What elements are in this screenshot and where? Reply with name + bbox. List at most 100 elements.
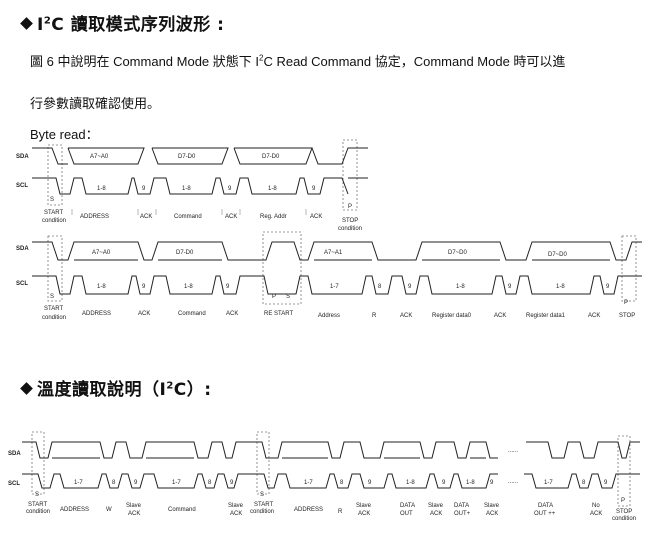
restart-box (262, 231, 302, 305)
bit: 9 (508, 284, 512, 290)
sda-field-addr2: A7~A1 (324, 250, 343, 256)
label: Slave (228, 503, 244, 509)
label-condition: condition (42, 315, 66, 321)
dots-sda: ...... (508, 448, 518, 454)
restart-s: S (286, 294, 290, 300)
bit-6: 9 (312, 186, 316, 192)
paragraph-line2: 行參數讀取確認使用。 (30, 96, 161, 111)
scl-label: SCL (16, 183, 28, 189)
title-sup: 2 (43, 15, 52, 27)
bit: 1-8 (184, 284, 193, 290)
bit-1: 1-8 (97, 186, 106, 192)
label: DATA (454, 503, 469, 509)
bit: 9 (408, 284, 412, 290)
label: condition (26, 509, 50, 515)
label-ack: ACK (400, 313, 412, 319)
label-restart: RE START (264, 311, 293, 317)
label-ack: ACK (225, 214, 237, 220)
start-box (47, 144, 63, 206)
sda-label: SDA (16, 154, 29, 160)
stop-box (617, 435, 631, 507)
stop-box (621, 235, 637, 302)
sda-label: SDA (16, 246, 29, 252)
bit: 8 (582, 480, 586, 486)
para-part-a: 圖 6 中說明在 Command Mode 狀態下 I (30, 54, 259, 69)
timing-diagram-3: SDA SCL ...... ...... 1-7 8 9 1-7 8 9 1-… (8, 431, 640, 522)
label-condition: condition (42, 218, 66, 224)
title2-suffix: C）: (173, 380, 212, 400)
bit: 1-8 (456, 284, 465, 290)
label: Command (168, 507, 196, 513)
title2-prefix: 溫度讀取說明（I (37, 380, 167, 400)
bit: 9 (490, 480, 494, 486)
label-r: R (372, 313, 377, 319)
bit: 9 (226, 284, 230, 290)
label: ADDRESS (294, 507, 323, 513)
label-command: Command (178, 311, 206, 317)
start-box-1 (31, 431, 45, 495)
sda-field-reg1: D7~D0 (548, 252, 568, 258)
label-address2: Address (318, 313, 340, 319)
para-sup: 2 (259, 53, 264, 63)
para-part-b: C Read Command 協定，Command Mode 時可以進 (263, 54, 566, 69)
bit: 9 (134, 480, 138, 486)
dots-scl: ...... (508, 479, 518, 485)
bit: 8 (208, 480, 212, 486)
bit: 1-8 (97, 284, 106, 290)
section1-title: I2C 讀取模式序列波形 : (20, 10, 225, 35)
scl-waveform (32, 177, 368, 195)
label: ACK (486, 511, 498, 517)
bit: 1-7 (330, 284, 339, 290)
label: No (592, 503, 600, 509)
label: START (28, 502, 47, 508)
scl-waveform (32, 275, 642, 295)
bit: 9 (368, 480, 372, 486)
restart-p: P (272, 294, 276, 300)
label-stop: STOP (619, 313, 635, 319)
label: Slave (428, 503, 444, 509)
start-box-2 (256, 431, 270, 495)
label-ack: ACK (310, 214, 322, 220)
bit: 1-7 (304, 480, 313, 486)
label: condition (250, 509, 274, 515)
label-ack: ACK (138, 311, 150, 317)
sda-waveform (32, 147, 368, 165)
stop-p: P (621, 498, 625, 504)
section2-title: 溫度讀取說明（I2C）: (20, 375, 212, 400)
label: STOP (616, 509, 632, 515)
label-register-data1: Register data1 (526, 313, 566, 319)
label-register-data0: Register data0 (432, 313, 472, 319)
start-s-1: S (35, 492, 39, 498)
label: condition (612, 516, 636, 522)
bit: 1-8 (556, 284, 565, 290)
label: ACK (430, 511, 442, 517)
sda-field-data: D7-D0 (176, 250, 194, 256)
bit: 9 (442, 480, 446, 486)
label: Slave (126, 503, 142, 509)
bit: 1-8 (406, 480, 415, 486)
bit: 1-7 (172, 480, 181, 486)
scl-label: SCL (16, 281, 28, 287)
stop-box (342, 139, 358, 211)
sda-waveform-tail (526, 441, 640, 459)
stop-p: P (348, 204, 352, 210)
label-stop: STOP (342, 218, 358, 224)
sda-field-data1: D7-D0 (178, 154, 196, 160)
title-rest: C 讀取模式序列波形 : (51, 15, 225, 35)
scl-waveform-tail (524, 473, 640, 489)
scl-waveform (22, 473, 498, 489)
label-ack: ACK (140, 214, 152, 220)
label-stop-condition: condition (338, 226, 362, 232)
label-ack: ACK (226, 311, 238, 317)
label: START (254, 502, 273, 508)
scl-label: SCL (8, 481, 20, 487)
label-command: Command (174, 214, 202, 220)
label-reg-addr: Reg. Addr (260, 214, 287, 220)
bit: 9 (142, 284, 146, 290)
bit: 9 (230, 480, 234, 486)
timing-diagram-1: SDA SCL A7~A0 D7-D0 D7-D0 1-8 9 1-8 9 1-… (16, 139, 368, 232)
bit: 1-7 (544, 480, 553, 486)
label: OUT+ (454, 511, 471, 517)
start-box (47, 235, 63, 302)
bit: 9 (606, 284, 610, 290)
